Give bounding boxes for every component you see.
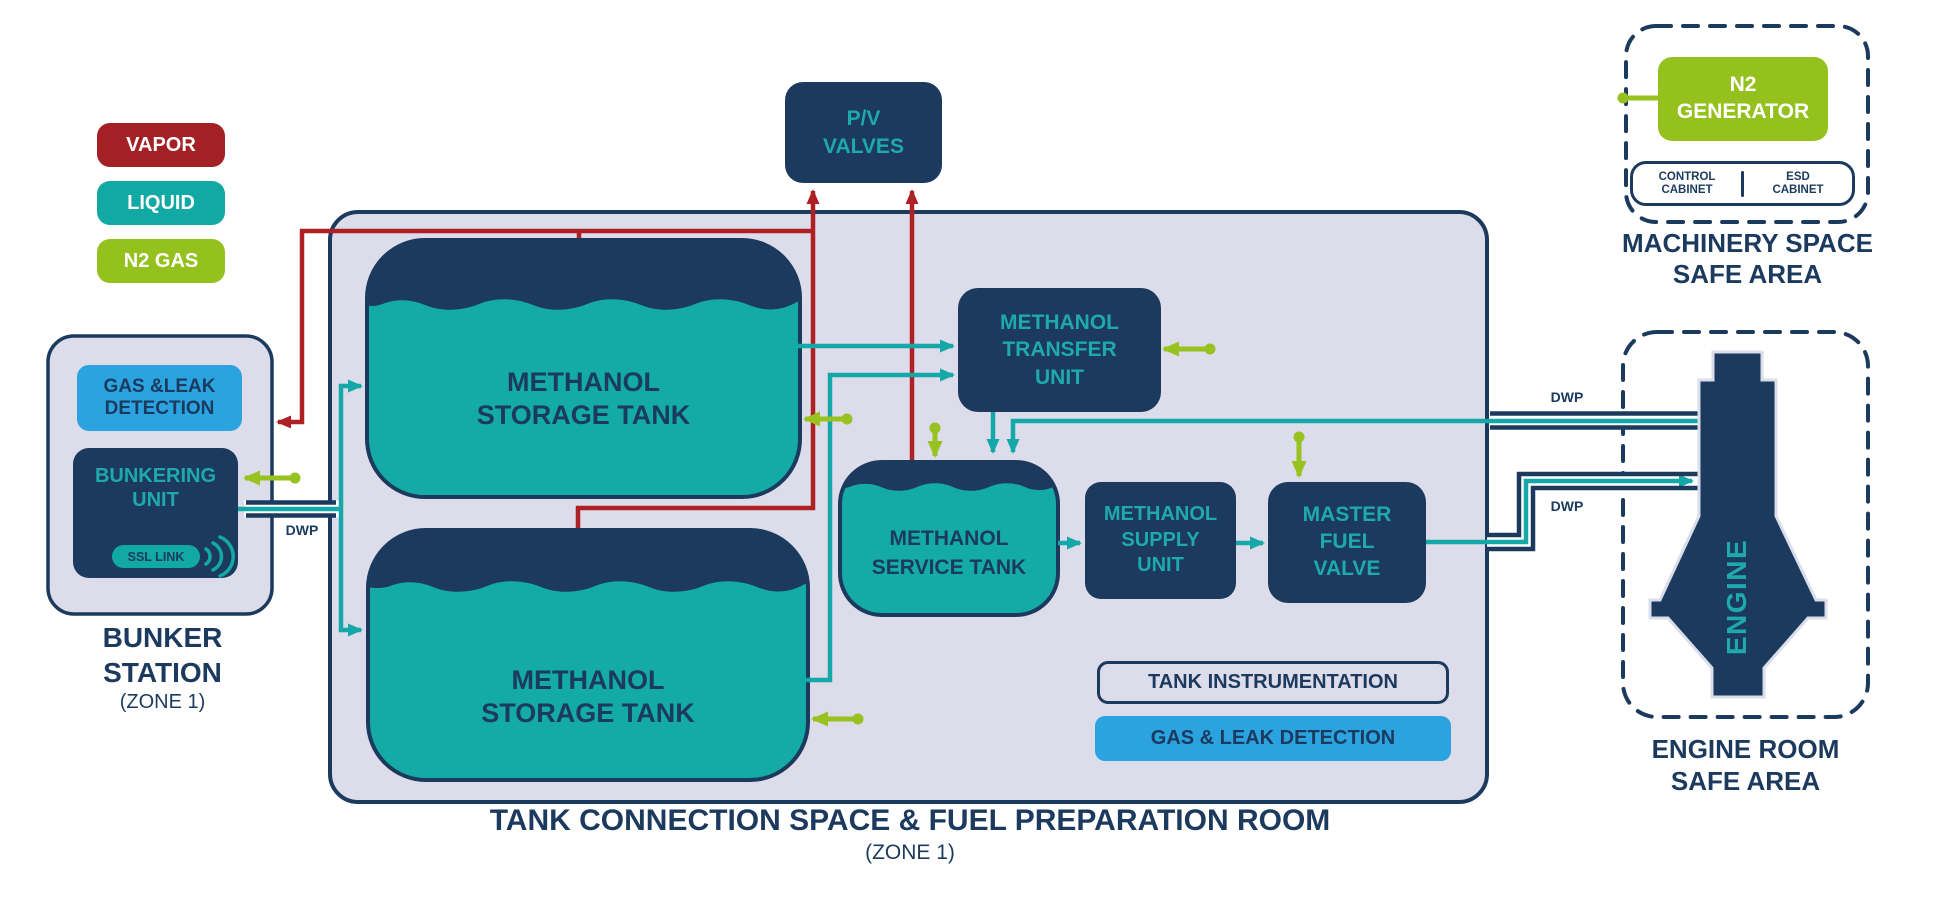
liquid-lines: [230, 339, 1265, 683]
service-tank: [838, 460, 1060, 617]
dwp-pipe-supply: [1425, 471, 1702, 552]
master-fuel-valve-box: MASTER FUEL VALVE: [1268, 482, 1426, 603]
esd-cabinet: ESD CABINET: [1744, 171, 1852, 197]
control-cabinet: CONTROL CABINET: [1633, 171, 1741, 197]
engine-room-title-line1: ENGINE ROOM: [1651, 734, 1840, 764]
bunker-title-line2: STATION: [103, 657, 222, 688]
engine-label: ENGINE: [1721, 539, 1752, 655]
service-tank-line1: METHANOL: [889, 527, 1009, 550]
engine-room-title: ENGINE ROOM SAFE AREA: [1608, 734, 1883, 797]
mfv-line1: MASTER: [1302, 503, 1392, 527]
machinery-space-boundary: [1624, 24, 1870, 224]
esd-cabinet-line1: ESD: [1786, 170, 1810, 183]
esd-cabinet-line2: CABINET: [1772, 183, 1824, 196]
bunker-gas-leak-line1: GAS &LEAK: [103, 375, 216, 397]
cabinet-divider: [1741, 170, 1744, 197]
n2-line-dots: [289, 92, 1629, 725]
storage-tank-2-label: METHANOL STORAGE TANK: [368, 664, 808, 731]
methanol-supply-unit-box: METHANOL SUPPLY UNIT: [1085, 482, 1236, 599]
tank-room-title: TANK CONNECTION SPACE & FUEL PREPARATION…: [330, 804, 1490, 838]
bunkering-unit-line2: UNIT: [132, 489, 179, 512]
tank2-line2: STORAGE TANK: [481, 698, 695, 729]
vapor-lines: [276, 189, 919, 532]
dwp-label-supply: DWP: [1544, 498, 1590, 514]
tank2-line1: METHANOL: [511, 665, 665, 695]
dwp-supply-text: DWP: [1550, 498, 1584, 514]
gas-leak-detection-badge: GAS & LEAK DETECTION: [1095, 716, 1451, 761]
dwp-label-bunker: DWP: [280, 522, 324, 538]
ssl-link-label: SSL LINK: [127, 549, 185, 564]
machinery-space-title: MACHINERY SPACE SAFE AREA: [1605, 228, 1890, 289]
pv-line1: P/V: [846, 107, 881, 131]
control-cabinet-line1: CONTROL: [1658, 170, 1716, 183]
engine-room-title-line2: SAFE AREA: [1670, 765, 1821, 796]
tank1-line1: METHANOL: [507, 367, 660, 397]
tank-room-title-text: TANK CONNECTION SPACE & FUEL PREPARATION…: [489, 804, 1331, 837]
supply-line1: METHANOL: [1103, 503, 1218, 526]
mfv-line3: VALVE: [1313, 556, 1381, 580]
transfer-line3: UNIT: [1035, 365, 1084, 389]
tank-instrumentation-badge: TANK INSTRUMENTATION: [1097, 661, 1449, 704]
mfv-line2: FUEL: [1319, 530, 1375, 554]
legend-liquid-label: LIQUID: [127, 191, 195, 214]
machinery-title-line1: MACHINERY SPACE: [1622, 228, 1873, 258]
pv-line2: VALVES: [823, 134, 904, 158]
legend-n2gas: N2 GAS: [97, 239, 225, 283]
engine-room-boundary: [1621, 330, 1870, 719]
storage-tank-1: [365, 238, 802, 499]
dwp-return-text: DWP: [1550, 389, 1584, 405]
control-cabinet-line2: CABINET: [1661, 183, 1713, 196]
bunker-title-line1: BUNKER: [102, 622, 223, 653]
legend-liquid: LIQUID: [97, 181, 225, 225]
tank1-line2: STORAGE TANK: [476, 400, 691, 431]
legend-n2gas-label: N2 GAS: [123, 249, 199, 272]
n2gen-line1: N2: [1729, 73, 1757, 97]
supply-line3: UNIT: [1137, 554, 1184, 577]
cabinets-box: CONTROL CABINET ESD CABINET: [1630, 161, 1855, 206]
storage-tank-1-label: METHANOL STORAGE TANK: [367, 366, 800, 433]
methanol-transfer-unit-box: METHANOL TRANSFER UNIT: [958, 288, 1161, 412]
tank-instrumentation-label: TANK INSTRUMENTATION: [1148, 671, 1398, 693]
supply-line2: SUPPLY: [1121, 528, 1200, 551]
tank-room-zone-text: (ZONE 1): [865, 841, 955, 864]
engine-silhouette: [1648, 350, 1828, 699]
bunker-station-title: BUNKER STATION (ZONE 1): [40, 620, 285, 715]
storage-tank-2: [366, 528, 810, 782]
legend-vapor: VAPOR: [97, 123, 225, 167]
transfer-line1: METHANOL: [1000, 311, 1119, 335]
legend-vapor-label: VAPOR: [126, 133, 196, 156]
tank-room-zone: (ZONE 1): [330, 841, 1490, 865]
gas-leak-detection-label: GAS & LEAK DETECTION: [1150, 727, 1396, 749]
service-tank-line2: SERVICE TANK: [871, 556, 1027, 580]
dwp-label-return: DWP: [1544, 389, 1590, 405]
n2-generator-box: N2 GENERATOR: [1658, 57, 1828, 141]
n2-lines: [243, 95, 1660, 727]
bunkering-unit-line1: BUNKERING: [94, 465, 217, 487]
dwp-text: DWP: [285, 522, 319, 538]
bunker-gas-leak-line2: DETECTION: [104, 398, 215, 419]
pv-valves-box: P/V VALVES: [785, 82, 942, 183]
bunker-gas-leak-detection-box: GAS &LEAK DETECTION: [77, 365, 242, 431]
ssl-link-pill: SSL LINK: [112, 545, 200, 568]
n2gen-line2: GENERATOR: [1676, 100, 1810, 123]
machinery-title-line2: SAFE AREA: [1672, 258, 1823, 289]
bunker-zone-label: (ZONE 1): [119, 691, 206, 713]
service-tank-label: METHANOL SERVICE TANK: [840, 524, 1058, 583]
transfer-line2: TRANSFER: [1002, 338, 1117, 362]
dwp-pipe-return: [1006, 411, 1702, 454]
